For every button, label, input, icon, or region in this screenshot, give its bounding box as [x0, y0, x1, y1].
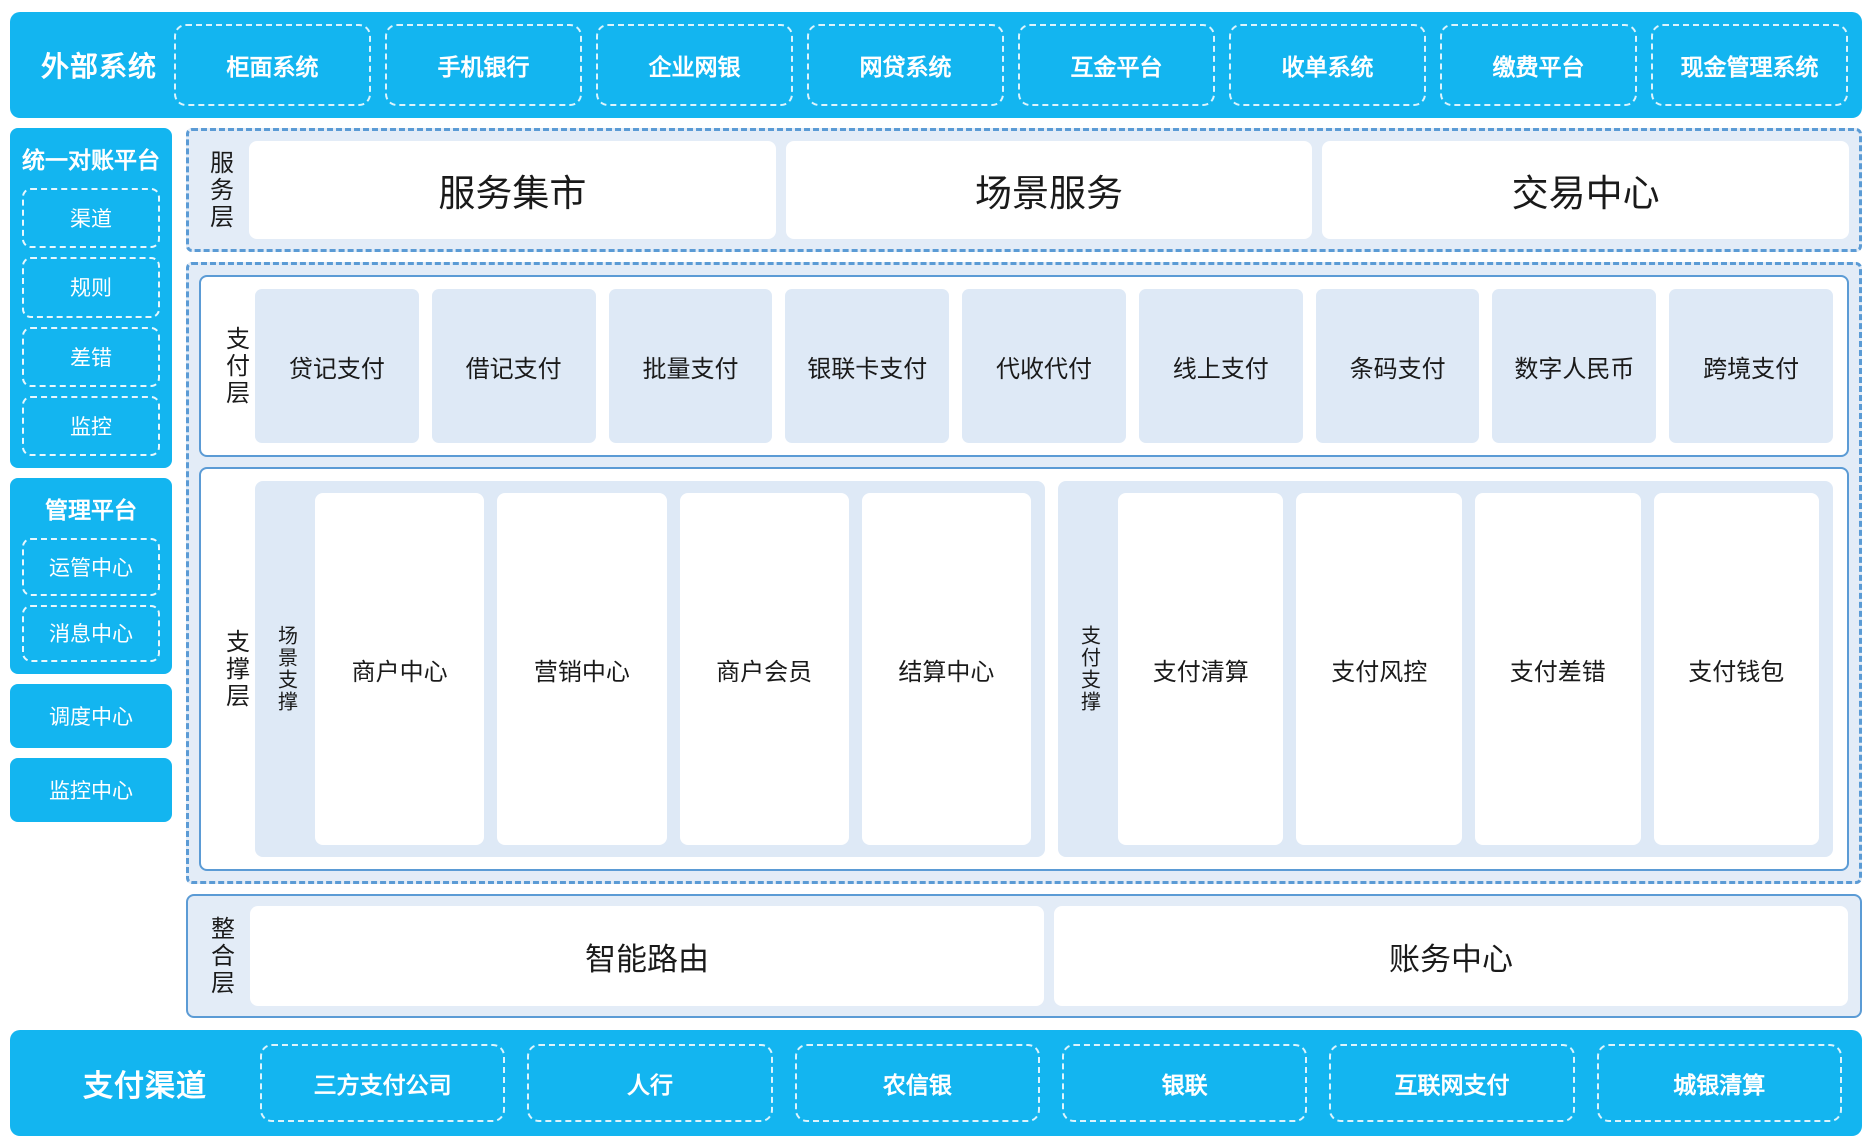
external-system-item[interactable]: 手机银行 [385, 24, 582, 106]
payment-channels-list: 三方支付公司 人行 农信银 银联 互联网支付 城银清算 [260, 1044, 1842, 1122]
payment-tile-barcode[interactable]: 条码支付 [1315, 289, 1480, 443]
scene-tile-settlement-center[interactable]: 结算中心 [861, 493, 1031, 845]
support-layer-box: 支撑层 场景支撑 商户中心 营销中心 商户会员 结算中心 [199, 467, 1849, 871]
left-rail: 统一对账平台 渠道 规则 差错 监控 管理平台 运管中心 消息中心 调度中心 监… [10, 128, 172, 1018]
payment-support-tile-clearing[interactable]: 支付清算 [1117, 493, 1284, 845]
core-layers-group: 支付层 贷记支付 借记支付 批量支付 银联卡支付 代收代付 线上支付 条码支付 … [186, 262, 1862, 884]
scene-support-group: 场景支撑 商户中心 营销中心 商户会员 结算中心 [255, 481, 1045, 857]
management-item-message-center[interactable]: 消息中心 [22, 604, 160, 662]
external-system-item[interactable]: 收单系统 [1229, 24, 1426, 106]
external-systems-bar: 外部系统 柜面系统 手机银行 企业网银 网贷系统 互金平台 收单系统 缴费平台 … [10, 12, 1862, 118]
reconcile-item-rule[interactable]: 规则 [22, 257, 160, 318]
payment-tile-digital-rmb[interactable]: 数字人民币 [1492, 289, 1657, 443]
support-layer-groups: 场景支撑 商户中心 营销中心 商户会员 结算中心 支付支撑 支付清算 [255, 481, 1833, 857]
integration-layer-label: 整合层 [206, 915, 234, 997]
payment-support-group: 支付支撑 支付清算 支付风控 支付差错 支付钱包 [1057, 481, 1833, 857]
service-layer-group: 服务层 服务集市 场景服务 交易中心 [186, 128, 1862, 252]
payment-support-tile-risk-control[interactable]: 支付风控 [1296, 493, 1462, 845]
reconcile-item-error[interactable]: 差错 [22, 326, 160, 387]
service-card-scenario[interactable]: 场景服务 [785, 141, 1313, 239]
payment-tile-online[interactable]: 线上支付 [1138, 289, 1303, 443]
reconcile-platform-panel: 统一对账平台 渠道 规则 差错 监控 [10, 128, 172, 468]
service-layer-row: 服务层 服务集市 场景服务 交易中心 [199, 141, 1850, 239]
management-platform-panel: 管理平台 运管中心 消息中心 [10, 478, 172, 674]
service-card-market[interactable]: 服务集市 [249, 141, 776, 239]
payment-channel-item[interactable]: 农信银 [794, 1044, 1040, 1122]
external-systems-list: 柜面系统 手机银行 企业网银 网贷系统 互金平台 收单系统 缴费平台 现金管理系… [174, 24, 1848, 106]
integration-card-smart-routing[interactable]: 智能路由 [250, 906, 1044, 1006]
payment-channel-item[interactable]: 城银清算 [1596, 1044, 1842, 1122]
external-system-item[interactable]: 网贷系统 [807, 24, 1004, 106]
middle-region: 统一对账平台 渠道 规则 差错 监控 管理平台 运管中心 消息中心 调度中心 监… [10, 128, 1862, 1018]
payment-channel-item[interactable]: 银联 [1061, 1044, 1308, 1122]
payment-tile-debit[interactable]: 借记支付 [431, 289, 596, 443]
payment-support-label: 支付支撑 [1077, 625, 1100, 713]
payment-tile-unionpay-card[interactable]: 银联卡支付 [785, 289, 950, 443]
payment-layer-tiles: 贷记支付 借记支付 批量支付 银联卡支付 代收代付 线上支付 条码支付 数字人民… [255, 289, 1834, 443]
payment-channels-bar: 支付渠道 三方支付公司 人行 农信银 银联 互联网支付 城银清算 [10, 1030, 1862, 1136]
payment-channel-item[interactable]: 互联网支付 [1329, 1044, 1575, 1122]
external-system-item[interactable]: 互金平台 [1018, 24, 1215, 106]
integration-card-accounting-center[interactable]: 账务中心 [1054, 906, 1848, 1006]
scene-tile-merchant-member[interactable]: 商户会员 [679, 493, 849, 845]
payment-channels-title: 支付渠道 [83, 1070, 207, 1103]
external-systems-title: 外部系统 [40, 51, 157, 82]
service-layer-label: 服务层 [205, 149, 233, 231]
external-system-item[interactable]: 柜面系统 [174, 24, 371, 106]
management-platform-title: 管理平台 [45, 497, 137, 523]
scene-support-tiles: 商户中心 营销中心 商户会员 结算中心 [315, 493, 1031, 845]
main-column: 服务层 服务集市 场景服务 交易中心 支付层 贷记支付 借记支付 批量支付 银联… [186, 128, 1862, 1018]
management-item-operations-center[interactable]: 运管中心 [22, 538, 160, 596]
payment-support-tile-exception[interactable]: 支付差错 [1475, 493, 1641, 845]
payment-tile-batch[interactable]: 批量支付 [608, 289, 773, 443]
monitoring-center-block[interactable]: 监控中心 [10, 758, 172, 822]
scene-tile-marketing-center[interactable]: 营销中心 [497, 493, 667, 845]
reconcile-item-channel[interactable]: 渠道 [22, 188, 160, 249]
support-layer-label: 支撑层 [221, 628, 249, 710]
payment-channel-item[interactable]: 三方支付公司 [260, 1044, 506, 1122]
scene-support-label: 场景支撑 [274, 625, 297, 713]
service-card-transaction[interactable]: 交易中心 [1322, 141, 1850, 239]
integration-layer-row: 整合层 智能路由 账务中心 [200, 906, 1848, 1006]
payment-support-tile-wallet[interactable]: 支付钱包 [1653, 493, 1820, 845]
external-system-item[interactable]: 企业网银 [596, 24, 793, 106]
payment-support-tiles: 支付清算 支付风控 支付差错 支付钱包 [1117, 493, 1820, 845]
payment-tile-cross-border[interactable]: 跨境支付 [1669, 289, 1834, 443]
payment-tile-collection-payment[interactable]: 代收代付 [962, 289, 1126, 443]
reconcile-platform-title: 统一对账平台 [22, 147, 160, 173]
payment-layer-label: 支付层 [221, 325, 249, 407]
external-system-item[interactable]: 缴费平台 [1440, 24, 1637, 106]
external-system-item[interactable]: 现金管理系统 [1651, 24, 1848, 106]
scene-tile-merchant-center[interactable]: 商户中心 [315, 493, 485, 845]
payment-channel-item[interactable]: 人行 [527, 1044, 773, 1122]
reconcile-item-monitor[interactable]: 监控 [22, 395, 160, 456]
scheduling-center-block[interactable]: 调度中心 [10, 684, 172, 748]
payment-tile-credit[interactable]: 贷记支付 [255, 289, 419, 443]
payment-layer-box: 支付层 贷记支付 借记支付 批量支付 银联卡支付 代收代付 线上支付 条码支付 … [199, 275, 1849, 457]
integration-layer-box: 整合层 智能路由 账务中心 [186, 894, 1862, 1018]
